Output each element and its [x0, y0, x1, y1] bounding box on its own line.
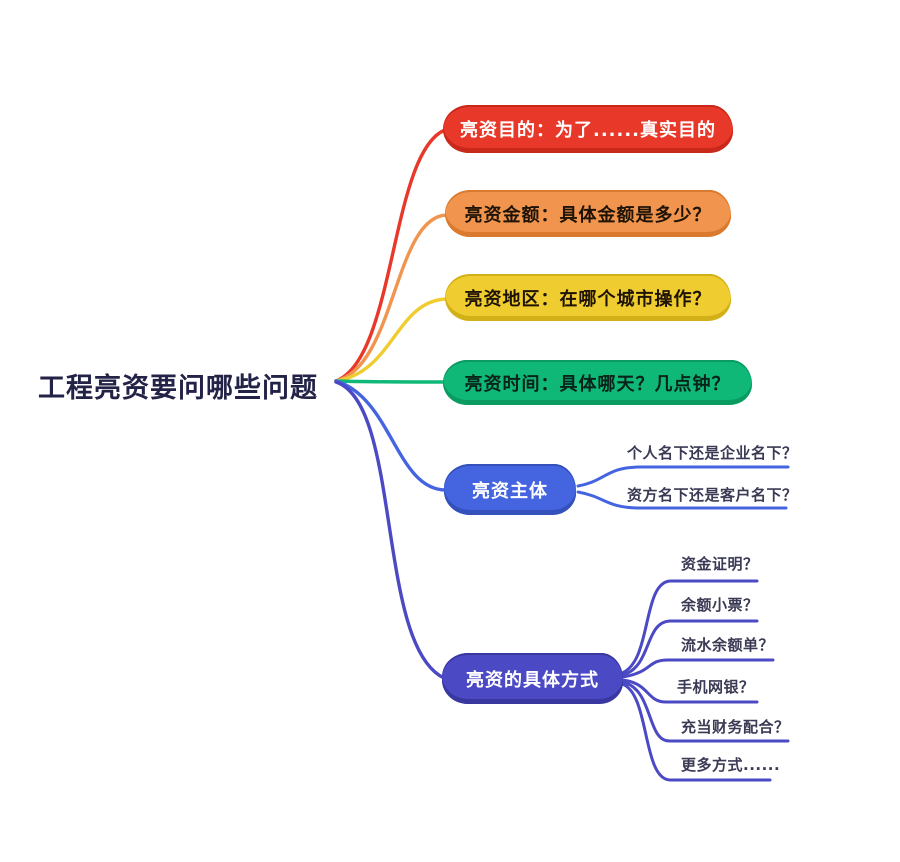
- node-amount[interactable]: 亮资金额：具体金额是多少？: [445, 190, 731, 237]
- edge-branch-time: [334, 379, 447, 384]
- edge-branch-region: [334, 297, 449, 383]
- node-time[interactable]: 亮资时间：具体哪天？几点钟？: [443, 360, 752, 405]
- edge-child-subject-2: [576, 490, 788, 510]
- child-method-act-as-finance[interactable]: 充当财务配合？: [681, 718, 790, 736]
- edge-branch-amount: [334, 213, 449, 383]
- edge-child-method-6: [620, 682, 772, 782]
- edge-branch-purpose: [334, 128, 447, 383]
- edge-child-method-5: [620, 680, 790, 743]
- child-subject-funder-or-client[interactable]: 资方名下还是客户名下？: [627, 486, 798, 504]
- child-method-more-ways[interactable]: 更多方式......: [681, 756, 781, 774]
- edge-child-method-1: [620, 579, 759, 675]
- node-region[interactable]: 亮资地区：在哪个城市操作？: [445, 274, 731, 321]
- edge-branch-subject: [334, 379, 448, 492]
- child-method-mobile-banking[interactable]: 手机网银？: [677, 678, 755, 696]
- edge-child-subject-1: [576, 465, 790, 488]
- edge-branch-method: [334, 380, 446, 680]
- child-method-fund-proof[interactable]: 资金证明？: [681, 555, 759, 573]
- child-method-balance-slip[interactable]: 余额小票？: [681, 596, 759, 614]
- edge-child-method-3: [620, 658, 775, 679]
- root-node[interactable]: 工程亮资要问哪些问题: [38, 373, 318, 404]
- child-method-statement-balance[interactable]: 流水余额单？: [681, 636, 775, 654]
- node-method[interactable]: 亮资的具体方式: [442, 653, 623, 704]
- child-subject-personal-or-company[interactable]: 个人名下还是企业名下？: [627, 444, 798, 462]
- edge-child-method-2: [620, 619, 759, 677]
- edge-child-method-4: [620, 678, 759, 704]
- node-purpose[interactable]: 亮资目的：为了......真实目的: [443, 105, 733, 153]
- node-subject[interactable]: 亮资主体: [444, 464, 576, 515]
